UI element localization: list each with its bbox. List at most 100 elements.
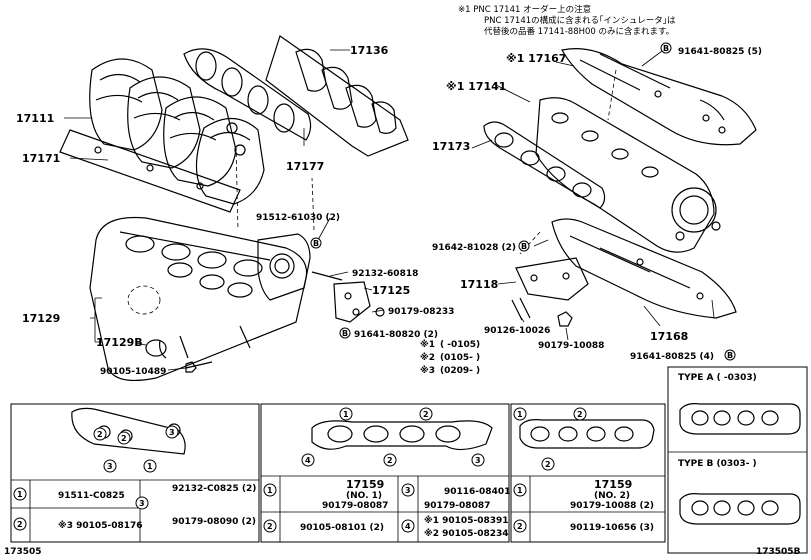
svg-text:2: 2 — [97, 430, 103, 439]
intake-manifold-upper — [59, 58, 265, 213]
kit1-row2-part: ※3 90105-08176 — [58, 520, 143, 531]
order-notes: ※1 PNC 17141 オーダー上の注意 PNC 17141の構成に含まれる｢… — [458, 4, 676, 37]
label-17111: 17111 — [16, 112, 54, 125]
kit1-row3-part-a: 92132-C0825 (2) — [172, 484, 256, 494]
svg-text:B: B — [663, 44, 669, 53]
kit1-row1-part: 91511-C0825 — [58, 491, 125, 501]
label-17168: 17168 — [650, 330, 688, 343]
svg-text:3: 3 — [475, 456, 481, 465]
svg-text:2: 2 — [577, 410, 583, 419]
label-92132-60818: 92132-60818 — [352, 269, 418, 279]
svg-text:1: 1 — [517, 410, 523, 419]
label-91641-80825-4: 91641-80825 (4) — [630, 352, 714, 362]
kit3-top-sub: (NO. 2) — [594, 491, 630, 501]
kit-box-1: 2 2 3 3 1 1 91511-C0825 2 ※3 90105-08176… — [10, 403, 260, 543]
kit2-top-part: 17159 — [346, 478, 384, 491]
applicability-mark-1: ※1 — [420, 339, 435, 350]
callout-b-right-3: B — [724, 349, 736, 361]
label-17177: 17177 — [286, 160, 324, 173]
label-17173: 17173 — [432, 140, 470, 153]
gasket-type-panel: TYPE A ( -0303) TYPE B (0303- ) — [667, 366, 808, 554]
applicability-range-3: (0209- ) — [440, 366, 480, 376]
callout-b-right-1: B — [660, 42, 672, 54]
label-17141: ※1 17141 — [446, 80, 506, 93]
kit1-row1-num: 1 — [17, 490, 23, 499]
label-17125: 17125 — [372, 284, 410, 297]
kit2-row3-part-a: 90116-08401 — [444, 487, 510, 497]
kit-box-3: 1 2 2 1 17159 (NO. 2) 90179-10088 (2) 2 … — [510, 403, 666, 543]
kit2-top-sub: (NO. 1) — [346, 491, 382, 501]
label-90179-10088: 90179-10088 — [538, 341, 604, 351]
bracket-17118 — [511, 257, 589, 327]
kit1-row3-part-b: 90179-08090 (2) — [172, 517, 256, 527]
label-17118: 17118 — [460, 278, 498, 291]
svg-text:1: 1 — [147, 462, 153, 471]
svg-text:2: 2 — [121, 434, 127, 443]
svg-text:2: 2 — [387, 456, 393, 465]
svg-text:B: B — [727, 351, 733, 360]
kit1-row2-num: 2 — [17, 520, 23, 529]
note-line-3: 代替後の品番 17141-88H00 のみに含まれます。 — [484, 26, 674, 37]
svg-text:B: B — [342, 329, 348, 338]
callout-b-left-2: B — [339, 327, 351, 339]
kit2-row1-num: 1 — [267, 486, 273, 495]
heat-insulator-17168 — [551, 218, 737, 319]
type-b-label: TYPE B (0303- ) — [678, 459, 757, 469]
intake-manifold-lower — [89, 216, 311, 381]
note-line-2: PNC 17141の構成に含まれる｢インシュレータ｣は — [484, 15, 676, 26]
intake-gasket-17177 — [183, 48, 312, 141]
kit2-row4-a: ※1 90105-08391 — [424, 515, 509, 526]
label-17171: 17171 — [22, 152, 60, 165]
label-90105-10489: 90105-10489 — [100, 367, 166, 377]
label-90179-08233: 90179-08233 — [388, 307, 454, 317]
kit2-row1-part: 90179-08087 — [322, 501, 388, 511]
bracket-17125 — [311, 271, 385, 323]
applicability-mark-2: ※2 — [420, 352, 435, 363]
label-17167: ※1 17167 — [506, 52, 566, 65]
svg-text:3: 3 — [169, 428, 175, 437]
kit3-row2-part: 90119-10656 (3) — [570, 523, 654, 533]
kit3-row1-part: 90179-10088 (2) — [570, 501, 654, 511]
kit2-row4-b: ※2 90105-08234 — [424, 528, 509, 539]
kit1-row3-num: 3 — [139, 499, 145, 508]
intake-gasket-17136 — [265, 35, 409, 157]
exhaust-manifold-17141 — [535, 97, 721, 253]
label-91641-80820: 91641-80820 (2) — [354, 330, 438, 340]
heat-insulator-17167 — [561, 48, 757, 146]
exhaust-gasket-17173 — [483, 121, 606, 209]
svg-text:B: B — [521, 242, 527, 251]
note-line-1: ※1 PNC 17141 オーダー上の注意 — [458, 4, 591, 15]
kit2-row3-part-b: 90179-08087 — [424, 501, 490, 511]
svg-text:3: 3 — [107, 462, 113, 471]
label-17129: 17129 — [22, 312, 60, 325]
callout-b-left: B — [310, 237, 322, 249]
label-91641-80825-5: 91641-80825 (5) — [678, 47, 762, 57]
applicability-mark-3: ※3 — [420, 365, 435, 376]
label-91512-61030: 91512-61030 (2) — [256, 213, 340, 223]
applicability-range-1: ( -0105) — [440, 340, 480, 350]
type-a-label: TYPE A ( -0303) — [678, 373, 757, 383]
svg-text:1: 1 — [343, 410, 349, 419]
kit-box-2: 1 2 4 2 3 1 17159 (NO. 1) 90179-08087 2 … — [260, 403, 510, 543]
kit2-row2-part: 90105-08101 (2) — [300, 523, 384, 533]
label-91642-81028: 91642-81028 (2) — [432, 243, 516, 253]
kit2-row3-num: 3 — [405, 486, 411, 495]
kit3-top-part: 17159 — [594, 478, 632, 491]
svg-text:2: 2 — [423, 410, 429, 419]
label-17129b: 17129B — [96, 336, 143, 349]
kit2-row4-num: 4 — [405, 522, 411, 531]
applicability-notes: ※1 ( -0105) ※2 (0105- ) ※3 (0209- ) — [420, 339, 480, 376]
footer-code-left: 173505 — [4, 547, 42, 557]
kit3-row1-num: 1 — [517, 486, 523, 495]
applicability-range-2: (0105- ) — [440, 353, 480, 363]
svg-text:B: B — [313, 239, 319, 248]
label-17136: 17136 — [350, 44, 389, 57]
kit3-row2-num: 2 — [517, 522, 523, 531]
label-90126-10026: 90126-10026 — [484, 326, 550, 336]
bolt-90105-10489 — [185, 361, 213, 373]
callout-b-right-2: B — [518, 240, 530, 252]
svg-text:4: 4 — [305, 456, 311, 465]
kit2-row2-num: 2 — [267, 522, 273, 531]
footer-code-right: 173505B — [756, 547, 801, 557]
